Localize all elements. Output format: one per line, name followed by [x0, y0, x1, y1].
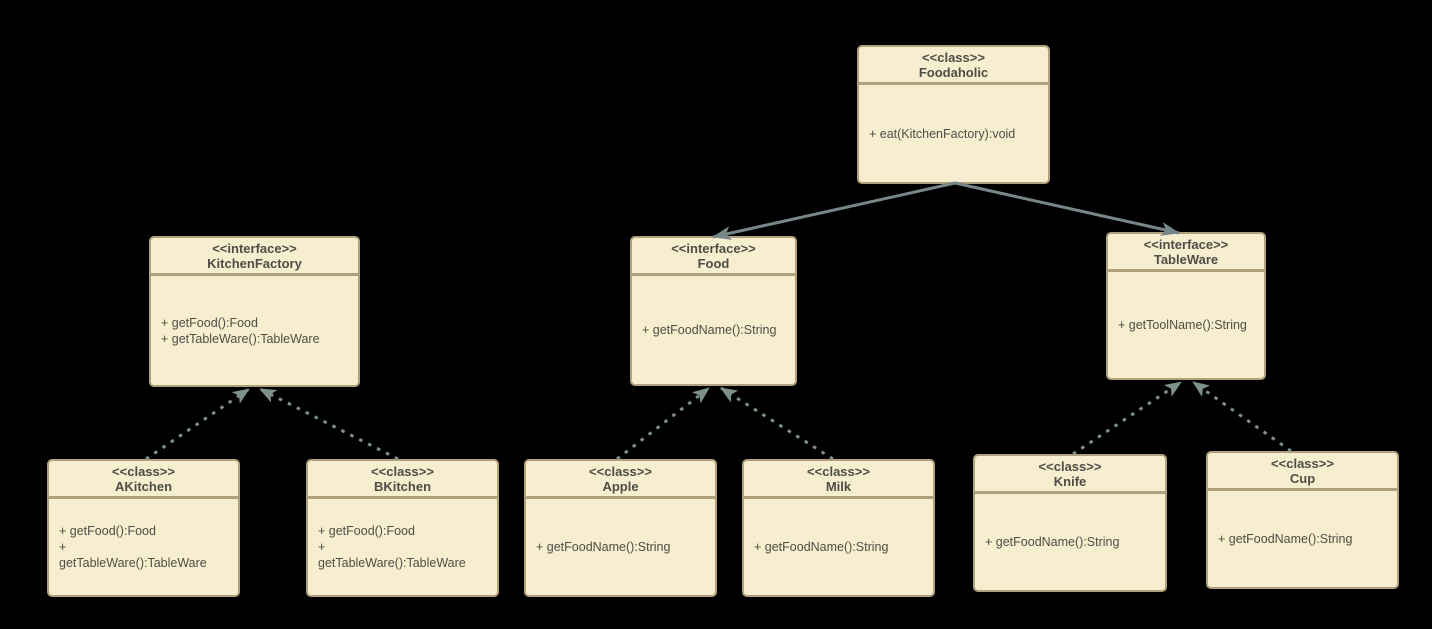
- method-label: + getFoodName():String: [754, 540, 889, 554]
- method-label: + getFoodName():String: [642, 323, 777, 337]
- class-body-tableware: + getToolName():String: [1108, 272, 1264, 378]
- method-label: +: [59, 540, 67, 554]
- class-box-bkitchen: <<class>> BKitchen + getFood():Food + ge…: [306, 459, 499, 597]
- class-name: TableWare: [1153, 252, 1219, 267]
- method-label: + getFood():Food: [318, 524, 415, 538]
- class-name: AKitchen: [114, 479, 173, 494]
- class-header-kitchenfactory: <<interface>> KitchenFactory: [151, 238, 358, 276]
- class-header-akitchen: <<class>> AKitchen: [49, 461, 238, 499]
- realization-arrow-apple-food: [616, 386, 710, 461]
- interface-box-food: <<interface>> Food + getFoodName():Strin…: [630, 236, 797, 386]
- stereotype-label: <<class>>: [371, 464, 434, 479]
- class-header-cup: <<class>> Cup: [1208, 453, 1397, 491]
- class-header-food: <<interface>> Food: [632, 238, 795, 276]
- class-name: Cup: [1289, 471, 1316, 486]
- stereotype-label: <<interface>>: [671, 241, 756, 256]
- stereotype-label: <<class>>: [1038, 459, 1102, 474]
- interface-box-tableware: <<interface>> TableWare + getToolName():…: [1106, 232, 1266, 380]
- class-name: Food: [697, 256, 730, 271]
- class-body-milk: + getFoodName():String: [744, 499, 933, 595]
- class-name: Apple: [602, 479, 639, 494]
- dependency-arrow-foodaholic-food: [712, 181, 956, 240]
- method-label: + getFood():Food: [161, 315, 258, 330]
- realization-arrow-bkitchen-kitchenfactory: [259, 387, 399, 461]
- method-label: + getTableWare():TableWare: [161, 331, 320, 346]
- stereotype-label: <<class>>: [112, 464, 175, 479]
- class-body-cup: + getFoodName():String: [1208, 491, 1397, 587]
- interface-box-kitchenfactory: <<interface>> KitchenFactory + getFood()…: [149, 236, 360, 387]
- class-body-apple: + getFoodName():String: [526, 499, 715, 595]
- realization-arrow-cup-tableware: [1192, 380, 1292, 453]
- class-header-apple: <<class>> Apple: [526, 461, 715, 499]
- class-header-knife: <<class>> Knife: [975, 456, 1165, 494]
- method-label: + getFoodName():String: [985, 535, 1120, 549]
- method-label: + eat(KitchenFactory):void: [869, 126, 1016, 141]
- class-name: Foodaholic: [918, 65, 989, 80]
- class-header-bkitchen: <<class>> BKitchen: [308, 461, 497, 499]
- realization-arrow-akitchen-kitchenfactory: [145, 387, 250, 461]
- class-box-foodaholic: <<class>> Foodaholic + eat(KitchenFactor…: [857, 45, 1050, 184]
- class-name: Knife: [1053, 474, 1087, 489]
- class-body-food: + getFoodName():String: [632, 276, 795, 384]
- class-body-akitchen: + getFood():Food + getTableWare():TableW…: [49, 499, 238, 595]
- realization-arrow-milk-food: [720, 386, 834, 461]
- class-box-akitchen: <<class>> AKitchen + getFood():Food + ge…: [47, 459, 240, 597]
- method-label: + getToolName():String: [1118, 318, 1247, 332]
- stereotype-label: <<interface>>: [212, 241, 297, 256]
- method-label: + getFood():Food: [59, 524, 156, 538]
- method-label: + getFoodName():String: [1218, 532, 1353, 546]
- stereotype-label: <<class>>: [922, 50, 985, 65]
- method-label: + getFoodName():String: [536, 540, 671, 554]
- class-header-milk: <<class>> Milk: [744, 461, 933, 499]
- class-body-kitchenfactory: + getFood():Food + getTableWare():TableW…: [151, 276, 358, 385]
- class-name: Milk: [825, 479, 852, 494]
- class-header-foodaholic: <<class>> Foodaholic: [859, 47, 1048, 85]
- class-box-cup: <<class>> Cup + getFoodName():String: [1206, 451, 1399, 589]
- stereotype-label: <<class>>: [807, 464, 870, 479]
- method-label: getTableWare():TableWare: [59, 556, 207, 570]
- stereotype-label: <<class>>: [589, 464, 652, 479]
- class-body-knife: + getFoodName():String: [975, 494, 1165, 590]
- class-body-foodaholic: + eat(KitchenFactory):void: [859, 85, 1048, 182]
- realization-arrow-knife-tableware: [1072, 380, 1182, 456]
- class-body-bkitchen: + getFood():Food + getTableWare():TableW…: [308, 499, 497, 595]
- method-label: getTableWare():TableWare: [318, 556, 466, 570]
- class-name: KitchenFactory: [207, 256, 302, 271]
- method-label: +: [318, 540, 326, 554]
- dependency-arrow-foodaholic-tableware: [954, 181, 1180, 236]
- class-box-knife: <<class>> Knife + getFoodName():String: [973, 454, 1167, 592]
- class-box-milk: <<class>> Milk + getFoodName():String: [742, 459, 935, 597]
- class-name: BKitchen: [373, 479, 432, 494]
- class-header-tableware: <<interface>> TableWare: [1108, 234, 1264, 272]
- stereotype-label: <<class>>: [1271, 456, 1334, 471]
- stereotype-label: <<interface>>: [1143, 237, 1229, 252]
- class-box-apple: <<class>> Apple + getFoodName():String: [524, 459, 717, 597]
